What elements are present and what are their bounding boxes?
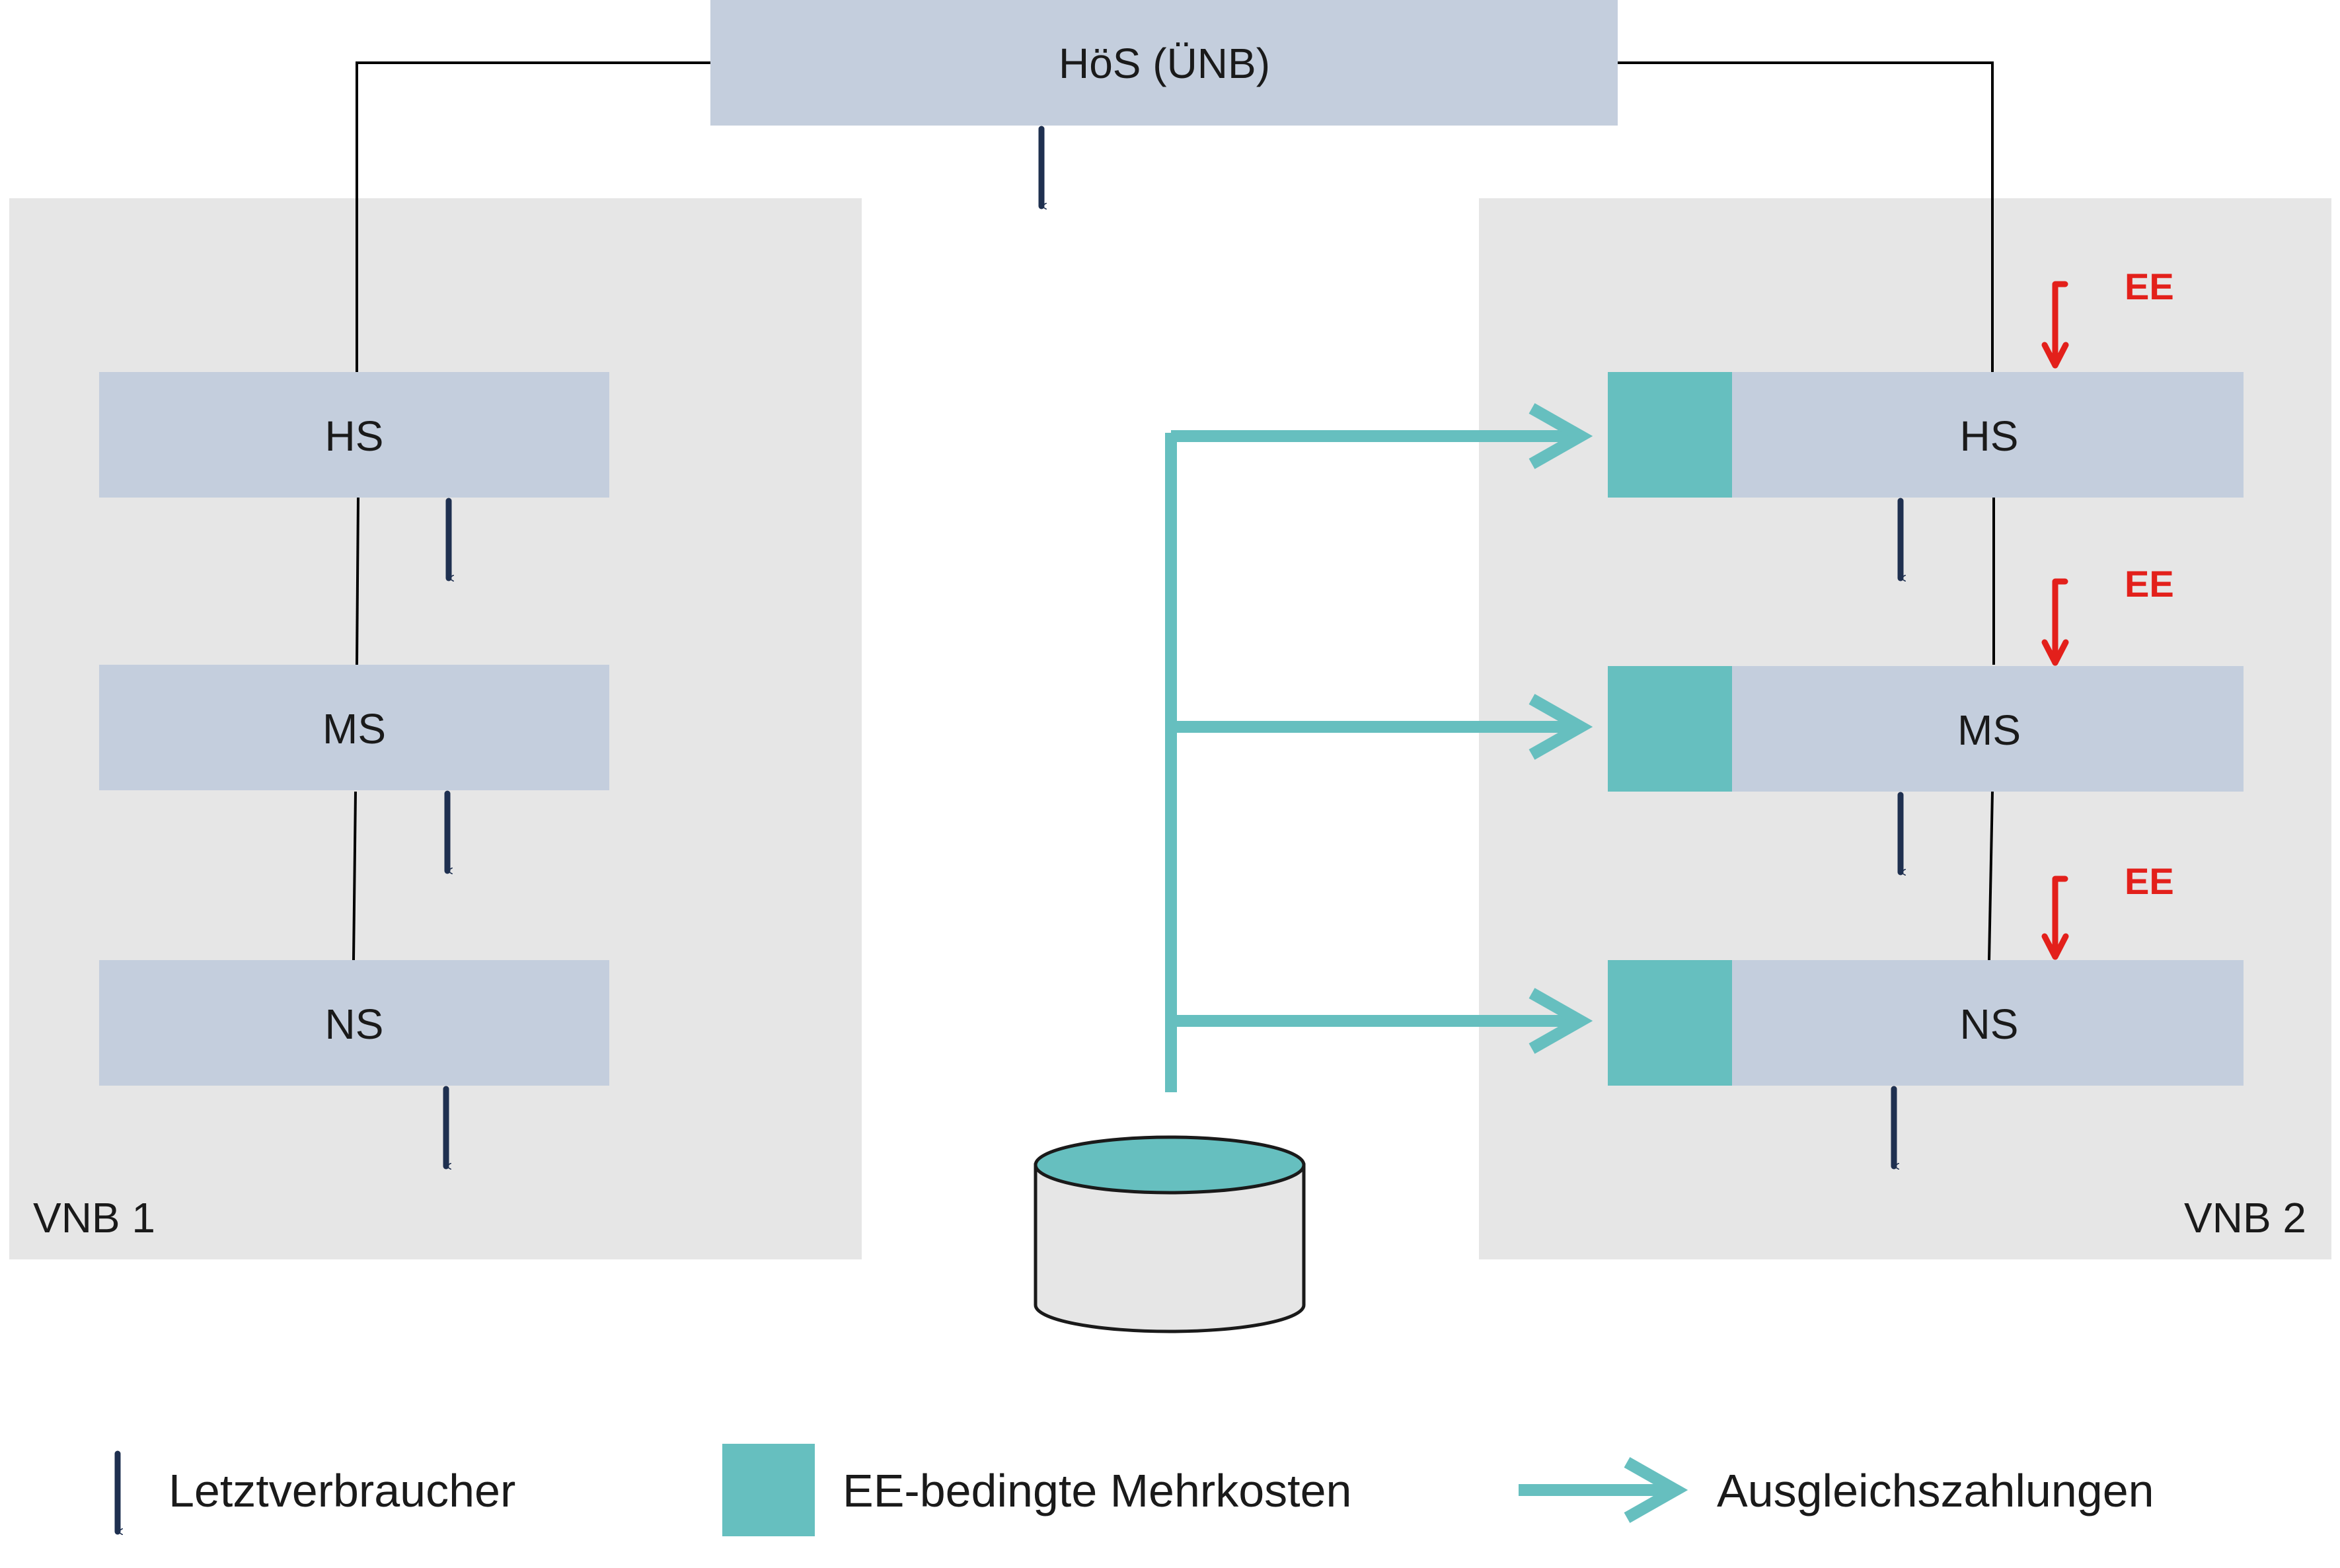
cylinder-icon xyxy=(1034,1135,1306,1333)
top-box-label: HöS (ÜNB) xyxy=(1059,40,1270,87)
vnb1-ms-box xyxy=(99,665,609,790)
legend-compensation-label: Ausgleichszahlungen xyxy=(1717,1465,2154,1516)
legend: Letztverbraucher EE-bedingte Mehrkosten … xyxy=(169,1444,2154,1536)
ee-arrow-ns-head xyxy=(2041,933,2069,960)
vnb2-hs-ee-cost-square xyxy=(1608,372,1732,498)
line-vnb1-ms-ns xyxy=(352,791,357,961)
connection-lines xyxy=(352,61,1995,961)
legend-consumer-label: Letztverbraucher xyxy=(169,1465,515,1516)
ee-label-hs: EE xyxy=(2125,266,2174,307)
vnb1-label: VNB 1 xyxy=(33,1194,155,1242)
vnb2-hs-label: HS xyxy=(1960,412,2019,460)
ee-arrow-ms-line xyxy=(2052,578,2068,666)
vnb1-hs-box xyxy=(99,372,609,498)
line-vnb1-hs-ms xyxy=(356,497,359,665)
compensation-head-ms xyxy=(1529,694,1593,760)
line-vnb2-ms-ns xyxy=(1988,791,1994,961)
vnb1-ns-label: NS xyxy=(325,1000,384,1048)
top-box xyxy=(710,0,1618,126)
vnb1-hs-label: HS xyxy=(325,412,384,460)
cylinder-top xyxy=(1034,1135,1306,1195)
line-top-to-vnb1 xyxy=(356,61,710,372)
compensation-flow xyxy=(1165,403,1593,1092)
teal-square-icon xyxy=(722,1444,815,1536)
legend-ee-costs-label: EE-bedingte Mehrkosten xyxy=(843,1465,1351,1516)
vnb2-ms-ee-cost-square xyxy=(1608,666,1732,792)
vnb2-label: VNB 2 xyxy=(2184,1194,2306,1242)
vnb2-ms-label: MS xyxy=(1957,706,2021,754)
ee-arrow-ns-line xyxy=(2052,876,2068,960)
ee-label-ns: EE xyxy=(2125,860,2174,902)
ee-arrows xyxy=(2041,281,2069,960)
ee-arrow-ms-head xyxy=(2041,639,2069,666)
vnb2-ns-ee-cost-square xyxy=(1608,960,1732,1086)
vnb2-ns-label: NS xyxy=(1960,1000,2019,1048)
consumer-arrows xyxy=(114,126,1901,1532)
ee-arrow-hs-line xyxy=(2052,281,2068,369)
vnb1-ms-label: MS xyxy=(322,705,386,753)
compensation-head-hs xyxy=(1529,403,1593,469)
ee-arrow-hs-head xyxy=(2041,342,2069,369)
compensation-head-ns xyxy=(1529,988,1593,1054)
ee-label-ms: EE xyxy=(2125,563,2174,605)
cylinder-body xyxy=(1034,1163,1306,1333)
vnb1-ns-box xyxy=(99,960,609,1086)
right-arrow-icon xyxy=(1519,1457,1688,1523)
line-top-to-vnb2 xyxy=(1618,61,1994,372)
